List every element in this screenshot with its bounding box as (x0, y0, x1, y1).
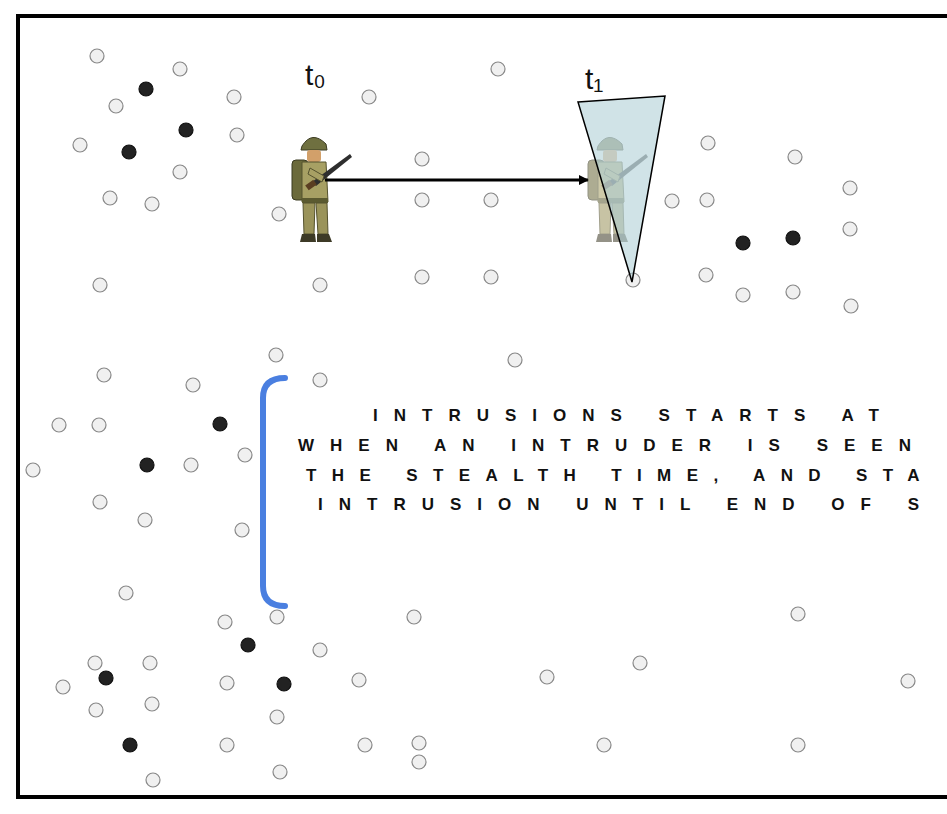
sensor-node (791, 738, 805, 752)
sensor-node (407, 610, 421, 624)
sensor-node (415, 152, 429, 166)
sensor-node (699, 268, 713, 282)
sensor-node (484, 193, 498, 207)
active-sensor (241, 638, 255, 652)
active-sensor (139, 82, 153, 96)
sensor-node (103, 191, 117, 205)
active-sensor (123, 738, 137, 752)
sensor-node (843, 222, 857, 236)
sensor-node (73, 138, 87, 152)
sensor-node (508, 353, 522, 367)
sensor-node (173, 62, 187, 76)
sensor-node (788, 150, 802, 164)
sensor-node (272, 207, 286, 221)
sensor-node (843, 181, 857, 195)
sensor-node (786, 285, 800, 299)
annotation-line: INTRUSION UNTIL END OF S (318, 495, 935, 514)
sensor-node (186, 378, 200, 392)
sensor-node (313, 278, 327, 292)
sensor-node (358, 738, 372, 752)
sensor-node (665, 194, 679, 208)
annotation-line-box: THE STEALTH TIME, AND STA (306, 466, 935, 486)
active-sensor (277, 677, 291, 691)
sensor-node (597, 738, 611, 752)
time-label: t₁ (585, 62, 603, 95)
sensor-node (313, 373, 327, 387)
active-sensor (140, 458, 154, 472)
sensor-node (227, 90, 241, 104)
annotation-line: INTRUSIONS STARTS AT (373, 406, 895, 425)
sensor-node (484, 270, 498, 284)
annotation-line: WHEN AN INTRUDER IS SEEN (298, 436, 927, 455)
sensor-node (26, 463, 40, 477)
sensor-node (230, 128, 244, 142)
sensor-node (97, 368, 111, 382)
sensor-node (56, 680, 70, 694)
sensor-node (109, 99, 123, 113)
sensor-node (701, 136, 715, 150)
sensor-node (270, 610, 284, 624)
sensor-node (901, 674, 915, 688)
sensor-node (218, 615, 232, 629)
annotation-line-box: INTRUSION UNTIL END OF S (318, 495, 935, 515)
sensor-node (220, 738, 234, 752)
sensor-node (313, 643, 327, 657)
sensor-node (412, 736, 426, 750)
sensor-node (415, 193, 429, 207)
sensor-node (700, 193, 714, 207)
active-sensor (122, 145, 136, 159)
time-label: t₀ (305, 58, 326, 91)
sensor-node (138, 513, 152, 527)
sensor-node (352, 673, 366, 687)
sensor-node (90, 49, 104, 63)
sensor-node (238, 448, 252, 462)
sensor-node (119, 586, 133, 600)
sensor-node (88, 656, 102, 670)
sensor-node (844, 299, 858, 313)
active-sensor (736, 236, 750, 250)
time-label-box: t₁ (585, 64, 603, 94)
sensor-node (791, 607, 805, 621)
annotation-line-box: WHEN AN INTRUDER IS SEEN (298, 436, 927, 456)
sensor-node (362, 90, 376, 104)
annotation-line: THE STEALTH TIME, AND STA (306, 466, 935, 485)
time-label-box: t₀ (305, 60, 326, 90)
sensor-node (415, 270, 429, 284)
sensor-node (491, 62, 505, 76)
sensor-node (92, 418, 106, 432)
sensor-node (270, 710, 284, 724)
sensor-node (220, 676, 234, 690)
sensor-node (173, 165, 187, 179)
annotation-line-box: INTRUSIONS STARTS AT (373, 406, 895, 426)
sensor-node (269, 348, 283, 362)
sensor-node (540, 670, 554, 684)
sensor-node (145, 697, 159, 711)
active-sensor (786, 231, 800, 245)
active-sensor (213, 417, 227, 431)
active-sensor (99, 671, 113, 685)
sensor-node (52, 418, 66, 432)
sensor-node (736, 288, 750, 302)
sensor-node (145, 197, 159, 211)
sensor-node (93, 495, 107, 509)
active-sensor (179, 123, 193, 137)
sensor-node (235, 523, 249, 537)
sensor-node (633, 656, 647, 670)
sensor-node (412, 755, 426, 769)
sensor-node (93, 278, 107, 292)
sensor-node (273, 765, 287, 779)
sensor-node (143, 656, 157, 670)
sensor-node (184, 458, 198, 472)
sensor-node (146, 773, 160, 787)
sensor-node (89, 703, 103, 717)
